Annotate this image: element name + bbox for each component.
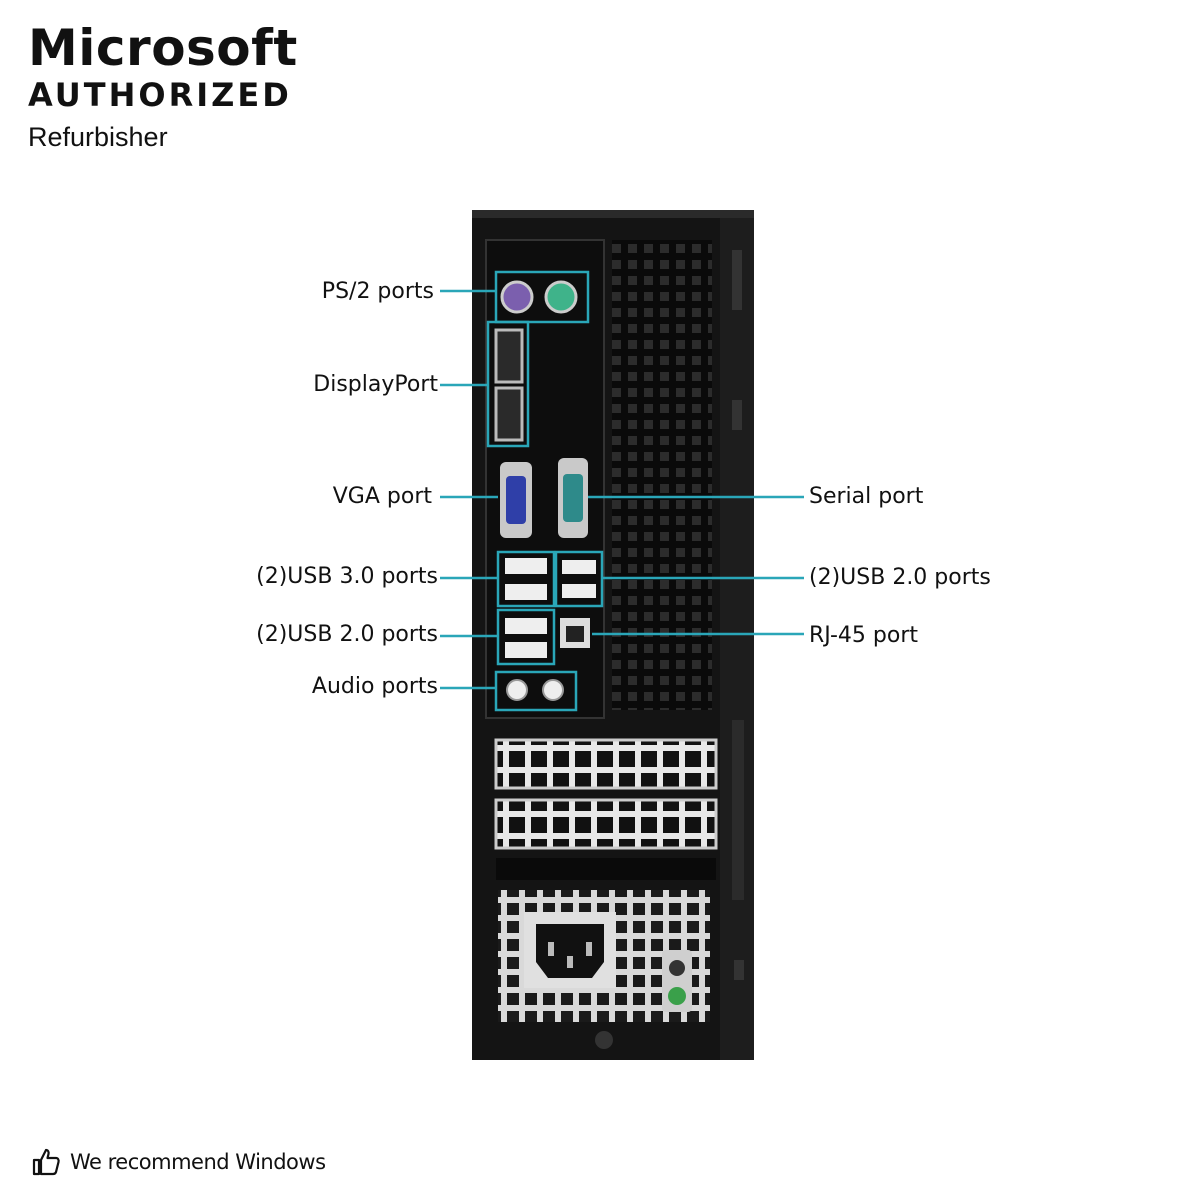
psu-power-led: [668, 987, 686, 1005]
power-inlet: [536, 924, 604, 978]
thumbs-up-icon: [32, 1148, 60, 1176]
callouts: [440, 270, 804, 712]
rj45-port-opening: [566, 626, 584, 642]
label-displayport: DisplayPort: [313, 372, 438, 397]
power-inlet-pin-left: [548, 942, 554, 956]
usb20-left-port-1: [505, 618, 547, 634]
usb20-left-port-2: [505, 642, 547, 658]
label-audio-ports: Audio ports: [311, 674, 438, 699]
label-vga-port: VGA port: [332, 484, 432, 509]
ps2-keyboard-port: [544, 280, 578, 314]
brand-refurbisher: Refurbisher: [28, 122, 168, 152]
usb20-right-port-2: [562, 584, 596, 598]
label-ps2-ports: PS/2 ports: [321, 279, 434, 304]
power-inlet-pin-ground: [567, 956, 573, 968]
side-slot-2: [732, 400, 742, 430]
footer-text: We recommend Windows: [70, 1150, 326, 1174]
callout-box-usb20-right: [554, 550, 604, 608]
callout-box-usb20-left: [496, 608, 556, 666]
brand-authorized: AUTHORIZED: [28, 76, 292, 114]
chassis-screw: [595, 1031, 613, 1049]
footer-recommend-windows: We recommend Windows: [30, 1146, 326, 1178]
vent-grill: [612, 240, 712, 710]
callout-box-ps2: [494, 270, 590, 324]
chassis-top-edge: [472, 210, 754, 218]
audio-port-2: [542, 679, 564, 701]
displayport-1: [494, 328, 524, 384]
callout-box-usb30: [496, 550, 556, 608]
vga-port: [506, 476, 526, 524]
label-serial-port: Serial port: [809, 484, 924, 509]
label-usb20-ports-left: (2)USB 2.0 ports: [256, 622, 438, 647]
side-slot-4: [734, 960, 744, 980]
psu-test-button: [669, 960, 685, 976]
callout-box-audio: [494, 670, 578, 712]
usb30-port-1: [505, 558, 547, 574]
usb20-right-port-1: [562, 560, 596, 574]
serial-port: [563, 474, 583, 522]
expansion-slot-1: [494, 738, 718, 790]
expansion-slot-2: [494, 798, 718, 850]
audio-port-1: [506, 679, 528, 701]
ps2-mouse-port: [500, 280, 534, 314]
brand-microsoft: Microsoft: [28, 19, 298, 77]
displayport-2: [494, 386, 524, 442]
side-slot-1: [732, 250, 742, 310]
callout-box-displayport: [486, 320, 530, 448]
side-slot-3: [732, 720, 744, 900]
label-usb30-ports: (2)USB 3.0 ports: [256, 564, 438, 589]
label-usb20-ports-right: (2)USB 2.0 ports: [809, 565, 991, 590]
power-inlet-pin-right: [586, 942, 592, 956]
label-rj45-port: RJ-45 port: [809, 623, 919, 648]
microsoft-authorized-refurbisher-logo: Microsoft AUTHORIZED Refurbisher: [28, 22, 298, 154]
usb30-port-2: [505, 584, 547, 600]
expansion-slot-3: [496, 858, 716, 880]
